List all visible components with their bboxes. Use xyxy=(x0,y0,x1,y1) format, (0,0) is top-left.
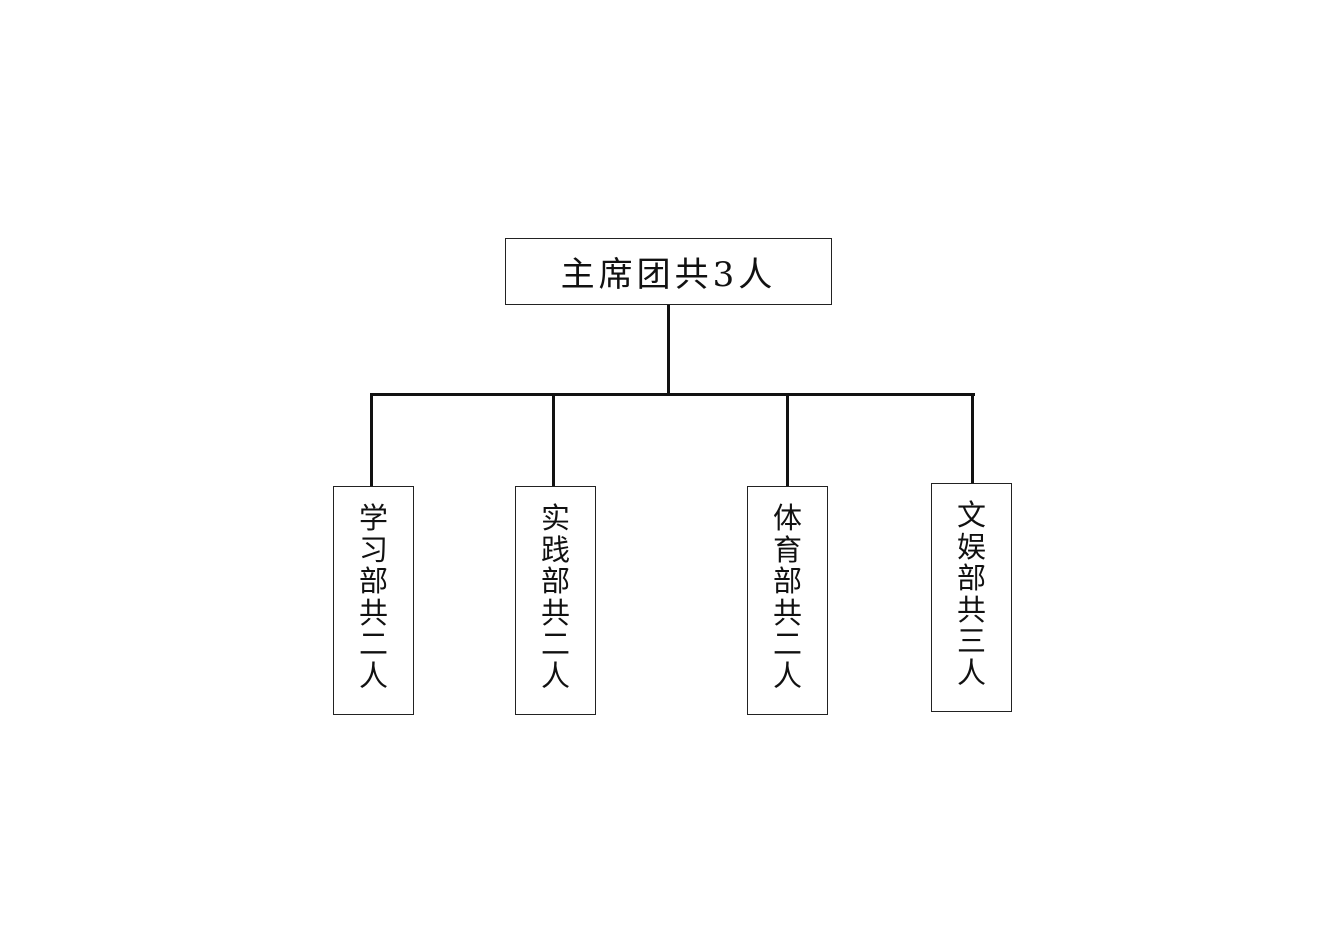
dept-label-char: 人 xyxy=(956,655,986,690)
presidium-label: 主席团共3人 xyxy=(560,255,777,295)
dept-label-char: 部 xyxy=(540,564,570,598)
dept-label-char: 二 xyxy=(772,627,802,661)
dept-label-char: 育 xyxy=(772,532,802,567)
presidium-box: 主席团共3人 xyxy=(505,238,832,305)
trunk-connector xyxy=(667,305,670,395)
dept-box-entertainment: 文 娱 部 共 三 人 xyxy=(931,483,1012,712)
dept-label-char: 二 xyxy=(540,627,570,661)
dept-label-char: 践 xyxy=(540,532,570,567)
dept-label-char: 部 xyxy=(956,561,986,595)
dept-box-study: 学 习 部 共 二 人 xyxy=(333,486,414,715)
dept-label-char: 习 xyxy=(358,532,388,567)
dept-label-char: 人 xyxy=(772,658,802,693)
dept-label-char: 实 xyxy=(540,501,570,535)
dept-label-char: 三 xyxy=(956,624,986,658)
dept-label-char: 共 xyxy=(772,595,802,630)
branch-connector-3 xyxy=(786,393,789,487)
dept-label-char: 娱 xyxy=(956,529,986,564)
dept-box-sports: 体 育 部 共 二 人 xyxy=(747,486,828,715)
dept-label-char: 学 xyxy=(358,501,388,535)
dept-label-char: 共 xyxy=(358,595,388,630)
dept-label-char: 文 xyxy=(956,498,986,532)
horizontal-connector xyxy=(370,393,975,396)
dept-label-char: 共 xyxy=(540,595,570,630)
dept-label-char: 共 xyxy=(956,592,986,627)
dept-label-char: 二 xyxy=(358,627,388,661)
dept-label-char: 部 xyxy=(358,564,388,598)
dept-label-char: 人 xyxy=(540,658,570,693)
branch-connector-1 xyxy=(370,393,373,487)
dept-label-char: 部 xyxy=(772,564,802,598)
branch-connector-2 xyxy=(552,393,555,487)
branch-connector-4 xyxy=(971,393,974,485)
dept-label-char: 体 xyxy=(772,501,802,535)
dept-box-practice: 实 践 部 共 二 人 xyxy=(515,486,596,715)
dept-label-char: 人 xyxy=(358,658,388,693)
